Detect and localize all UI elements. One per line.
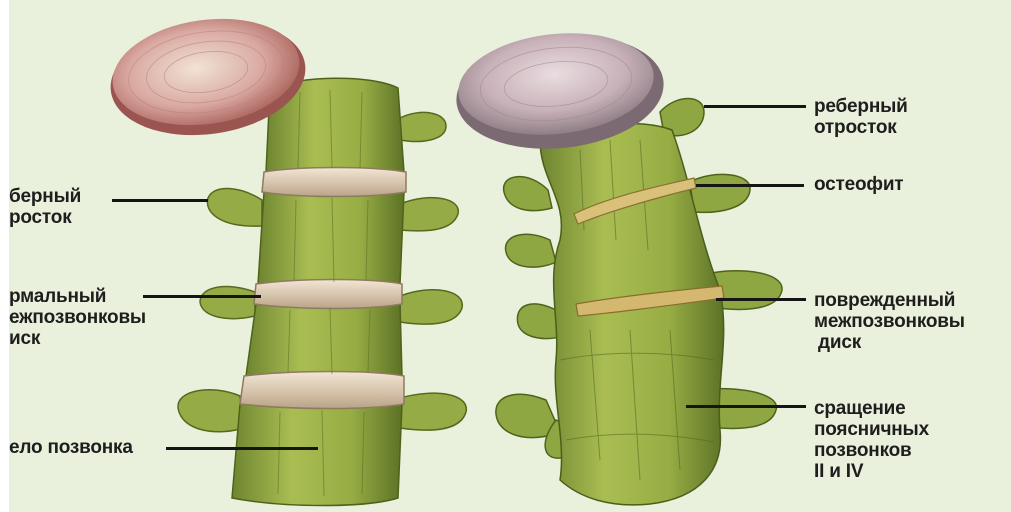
- vertebra-4: [232, 400, 402, 506]
- rib-process-right-2: [400, 198, 458, 231]
- label-normal-disc: рмальный ежпозвонковы иск: [9, 286, 146, 349]
- label-osteophyte: остеофит: [814, 174, 903, 195]
- vertebra-3: [246, 300, 402, 383]
- leader-rib-process-left: [112, 199, 208, 202]
- leader-damaged-disc: [716, 298, 806, 301]
- leader-normal-disc: [143, 295, 261, 298]
- diseased-spine: [451, 24, 782, 505]
- rib-process-left-1: [207, 188, 262, 226]
- label-damaged-disc: поврежденный межпозвонковы диск: [814, 290, 965, 353]
- transverse-left-3: [178, 390, 244, 432]
- normal-disc-3: [240, 372, 404, 409]
- transverse-left-2: [200, 287, 255, 319]
- healthy-spine: [103, 7, 466, 505]
- leader-vertebral-body: [166, 447, 318, 450]
- leader-osteophyte: [696, 184, 804, 187]
- transverse-right-4: [400, 393, 466, 430]
- label-fusion: сращение поясничных позвонков II и IV: [814, 398, 929, 482]
- normal-disc-1: [262, 168, 406, 197]
- rib-process-right-1: [400, 112, 446, 141]
- label-rib-process-right: реберный отросток: [814, 96, 908, 138]
- vertebra-2: [258, 188, 404, 289]
- normal-disc-2: [254, 280, 402, 309]
- label-vertebral-body: ело позвонка: [9, 437, 133, 458]
- label-rib-process-left: берный росток: [9, 186, 81, 228]
- leader-fusion: [686, 405, 806, 408]
- leader-rib-process-right: [704, 105, 806, 108]
- transverse-right-3: [400, 290, 462, 324]
